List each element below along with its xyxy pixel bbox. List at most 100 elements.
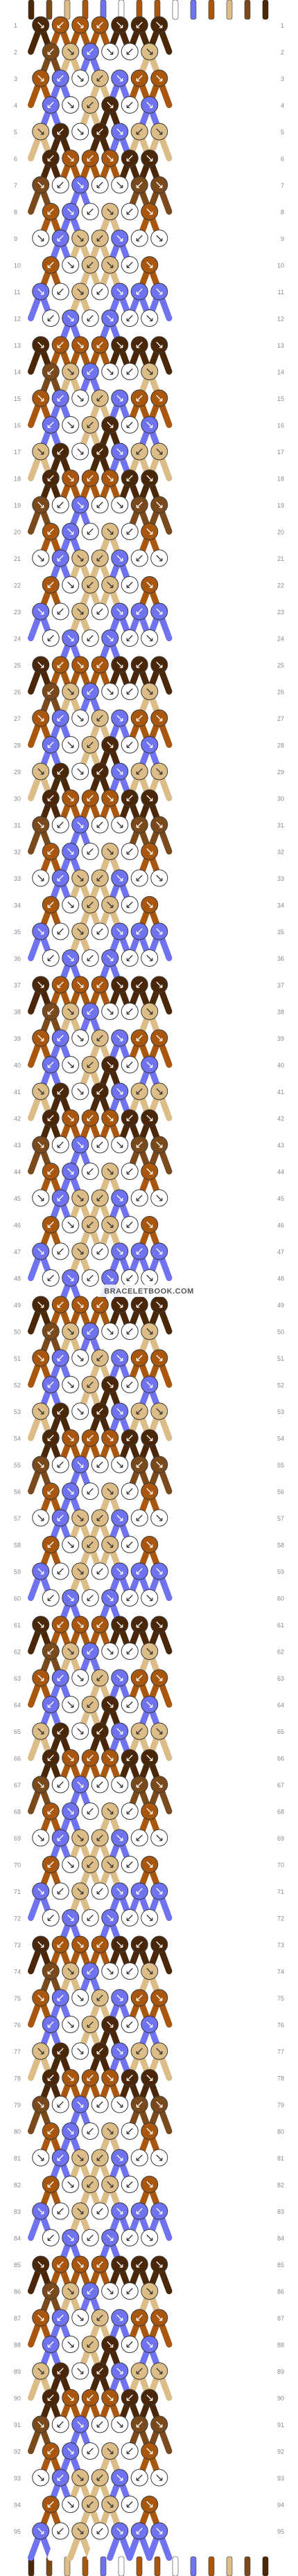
knot-arrow-icon xyxy=(87,795,94,802)
knot-arrow-icon xyxy=(57,1834,64,1841)
row-number-left: 95 xyxy=(14,2528,21,2535)
knot-arrow-icon xyxy=(126,48,133,55)
knot-arrow-icon xyxy=(37,2314,44,2321)
knot-arrow-icon xyxy=(136,2421,143,2428)
knot-arrow-icon xyxy=(67,742,74,749)
knot-arrow-icon xyxy=(156,608,163,615)
knot-arrow-icon xyxy=(107,48,114,55)
knot-arrow-icon xyxy=(96,75,103,82)
string-end-top xyxy=(172,0,179,20)
knot-arrow-icon xyxy=(47,48,54,55)
knot-arrow-icon xyxy=(67,48,74,55)
knot-arrow-icon xyxy=(146,1541,153,1548)
knot-arrow-icon xyxy=(156,1088,163,1095)
knot-arrow-icon xyxy=(77,1781,84,1788)
knot-arrow-icon xyxy=(146,1435,153,1442)
string-end-top xyxy=(46,0,53,20)
knot-arrow-icon xyxy=(87,155,94,162)
row-number-right: 12 xyxy=(277,316,284,323)
row-number-right: 46 xyxy=(277,1222,284,1229)
knot-arrow-icon xyxy=(87,1328,94,1335)
knot-arrow-icon xyxy=(87,2235,94,2242)
knot-arrow-icon xyxy=(87,315,94,322)
knot-arrow-icon xyxy=(96,21,103,28)
knot-arrow-icon xyxy=(136,1514,143,1521)
knot-arrow-icon xyxy=(57,235,64,242)
knot-arrow-icon xyxy=(116,395,123,402)
knot-arrow-icon xyxy=(37,1834,44,1841)
knot-arrow-icon xyxy=(87,208,94,215)
knot-arrow-icon xyxy=(47,2501,54,2508)
knot-arrow-icon xyxy=(96,2368,103,2374)
knot-arrow-icon xyxy=(136,181,143,188)
knot-arrow-icon xyxy=(47,1701,54,1708)
knot-arrow-icon xyxy=(67,955,74,962)
row-number-left: 61 xyxy=(14,1622,21,1629)
knot-arrow-icon xyxy=(67,2448,74,2455)
knot-arrow-icon xyxy=(87,1435,94,1442)
knot-arrow-icon xyxy=(126,2181,133,2188)
knot-arrow-icon xyxy=(57,2368,64,2374)
knot-arrow-icon xyxy=(77,2314,84,2321)
knot-arrow-icon xyxy=(37,128,44,135)
row-number-right: 60 xyxy=(277,1595,284,1602)
knot-arrow-icon xyxy=(116,715,123,722)
row-number-left: 58 xyxy=(14,1542,21,1549)
knot-arrow-icon xyxy=(57,2314,64,2321)
knot-arrow-icon xyxy=(47,1595,54,1602)
knot-arrow-icon xyxy=(47,1381,54,1388)
row-number-right: 79 xyxy=(277,2102,284,2109)
row-number-left: 34 xyxy=(14,902,21,909)
knot-arrow-icon xyxy=(116,1461,123,1468)
knot-arrow-icon xyxy=(136,235,143,242)
knot-arrow-icon xyxy=(87,1062,94,1068)
knot-arrow-icon xyxy=(156,2208,163,2215)
knot-arrow-icon xyxy=(87,48,94,55)
knot-arrow-icon xyxy=(67,582,74,589)
row-number-right: 86 xyxy=(277,2289,284,2296)
knot-arrow-icon xyxy=(146,1968,153,1975)
knot-arrow-icon xyxy=(96,1621,103,1628)
row-number-left: 11 xyxy=(14,289,20,296)
row-number-left: 86 xyxy=(14,2289,21,2296)
knot-arrow-icon xyxy=(37,2474,44,2481)
knot-arrow-icon xyxy=(146,635,153,642)
knot-arrow-icon xyxy=(77,341,84,348)
knot-arrow-icon xyxy=(87,1701,94,1708)
row-number-right: 23 xyxy=(277,609,284,616)
knot-arrow-icon xyxy=(96,288,103,295)
string-end-top xyxy=(190,0,197,20)
knot-arrow-icon xyxy=(107,582,114,589)
knot-arrow-icon xyxy=(136,981,143,988)
knot-arrow-icon xyxy=(87,955,94,962)
knot-arrow-icon xyxy=(47,2288,54,2295)
knot-arrow-icon xyxy=(57,395,64,402)
row-number-right: 20 xyxy=(277,529,284,536)
knot-arrow-icon xyxy=(67,262,74,269)
knot-arrow-icon xyxy=(77,1941,84,1948)
knot-arrow-icon xyxy=(37,2101,44,2108)
knot-arrow-icon xyxy=(156,928,163,935)
knot-arrow-icon xyxy=(136,1088,143,1095)
knot-arrow-icon xyxy=(87,2341,94,2348)
knot-arrow-icon xyxy=(96,928,103,935)
knot-arrow-icon xyxy=(136,1621,143,1628)
knot-arrow-icon xyxy=(136,928,143,935)
knot-arrow-icon xyxy=(67,1115,74,1122)
knot-arrow-icon xyxy=(37,928,44,935)
knot-arrow-icon xyxy=(146,475,153,482)
knot-arrow-icon xyxy=(116,1301,123,1308)
knot-arrow-icon xyxy=(77,1621,84,1628)
row-number-left: 75 xyxy=(14,1995,21,2002)
knot-arrow-icon xyxy=(107,2288,114,2295)
knot-arrow-icon xyxy=(67,635,74,642)
string-end-bottom xyxy=(226,2556,233,2576)
knot-arrow-icon xyxy=(126,1435,133,1442)
knot-arrow-icon xyxy=(146,2501,153,2508)
knot-arrow-icon xyxy=(96,2421,103,2428)
knot-arrow-icon xyxy=(156,1248,163,1255)
knot-arrow-icon xyxy=(37,1461,44,1468)
row-number-left: 44 xyxy=(14,1169,21,1176)
row-number-right: 82 xyxy=(277,2182,284,2189)
row-number-left: 65 xyxy=(14,1728,21,1735)
